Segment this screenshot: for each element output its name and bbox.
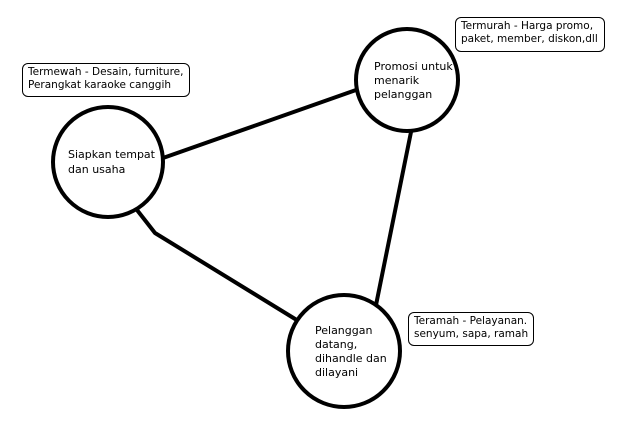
connector-siapkan-pelanggan (135, 208, 302, 324)
note-teramah: Teramah - Pelayanan. senyum, sapa, ramah (408, 312, 534, 346)
node-pelanggan-line: dilayani (315, 366, 358, 379)
connector-promosi-pelanggan (373, 130, 413, 312)
node-pelanggan-circle (286, 293, 402, 409)
node-promosi-line: Promosi untuk (374, 60, 453, 73)
node-siapkan-circle (51, 105, 165, 219)
note-termewah-line: Perangkat karaoke canggih (28, 79, 172, 91)
note-termurah: Termurah - Harga promo, paket, member, d… (455, 17, 605, 52)
connector-siapkan-promosi (161, 88, 358, 160)
node-pelanggan-label: Pelanggan datang, dihandle dan dilayani (315, 324, 390, 379)
node-pelanggan-line: datang, (315, 338, 357, 351)
note-teramah-line: Teramah - Pelayanan. (414, 315, 528, 327)
note-teramah-line: senyum, sapa, ramah (414, 328, 529, 340)
note-termurah-line: Termurah - Harga promo, (461, 20, 594, 32)
note-termewah-line: Termewah - Desain, furniture, (28, 66, 184, 78)
node-siapkan-line: dan usaha (68, 163, 125, 176)
node-promosi-label: Promosi untuk menarik pelanggan (374, 60, 456, 101)
node-promosi-circle (354, 27, 460, 133)
node-siapkan-label: Siapkan tempat dan usaha (68, 148, 158, 176)
note-termewah: Termewah - Desain, furniture, Perangkat … (22, 63, 190, 97)
node-pelanggan-line: dihandle dan (315, 352, 387, 365)
node-siapkan-line: Siapkan tempat (68, 148, 156, 161)
node-promosi-line: menarik (374, 74, 420, 87)
node-promosi-line: pelanggan (374, 88, 432, 101)
node-pelanggan-line: Pelanggan (315, 324, 372, 337)
note-termurah-line: paket, member, diskon,dll (461, 33, 598, 45)
